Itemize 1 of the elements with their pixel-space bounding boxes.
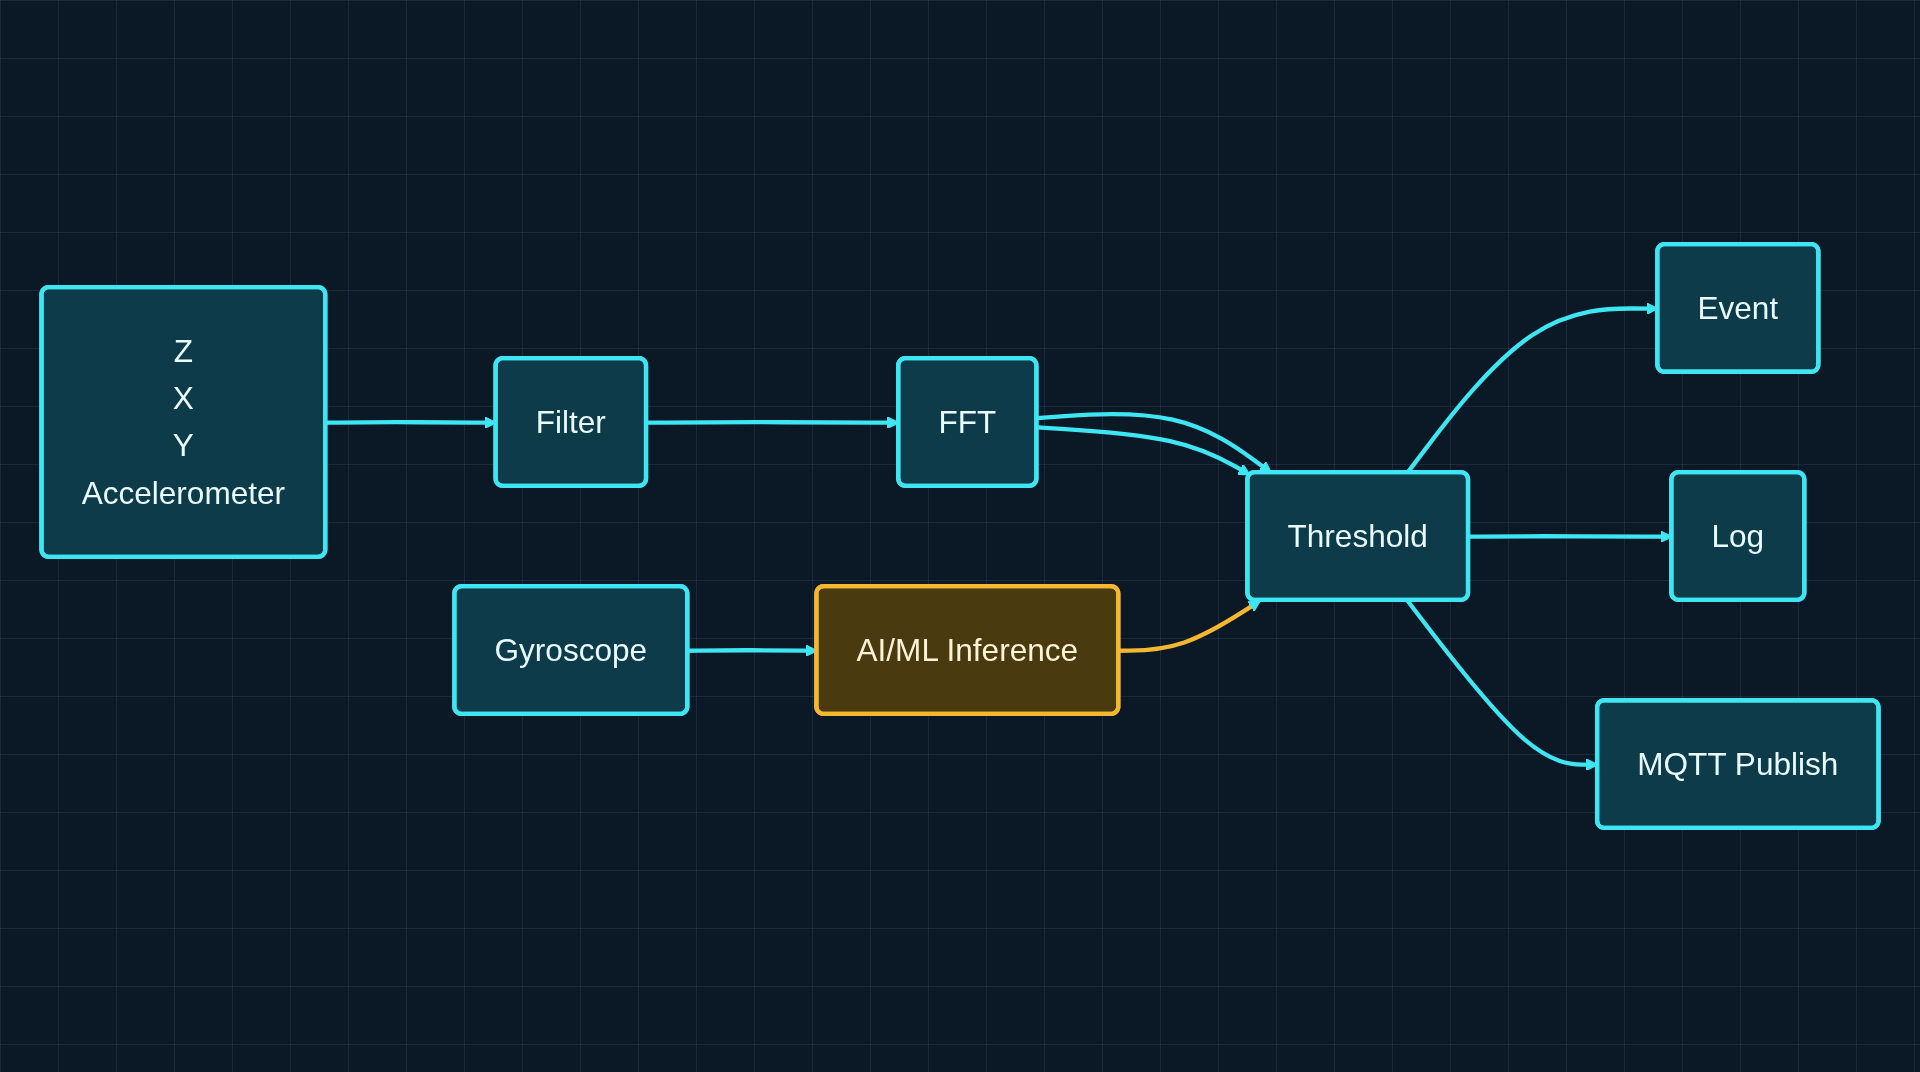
arrow xyxy=(1037,425,1251,476)
